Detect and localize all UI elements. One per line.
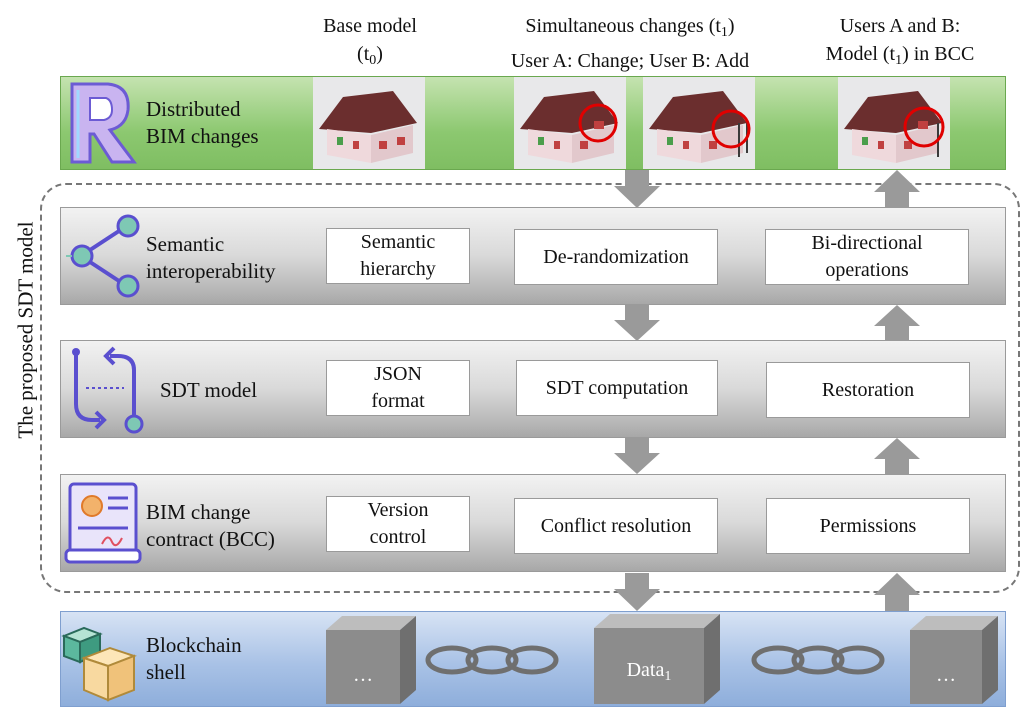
share-icon [66, 214, 140, 298]
permissions-box: Permissions [766, 498, 970, 554]
header-base-model: Base model (t0) [300, 12, 440, 75]
restoration-box: Restoration [766, 362, 970, 418]
highlight-circle [578, 103, 618, 143]
bi-directional-line1: Bi-directional [811, 232, 923, 254]
semantic-hierarchy-line1: Semantic [360, 231, 436, 253]
header-users-line1: Users A and B: [839, 15, 961, 37]
blockchain-label-line2: shell [146, 660, 186, 684]
house-user-b-add-image [643, 77, 755, 169]
up-arrow-1 [874, 170, 920, 208]
blockchain-shell-label: Blockchain shell [146, 632, 242, 686]
block-left [326, 616, 416, 704]
down-arrow-4 [614, 573, 660, 611]
block-right-label: … [936, 664, 956, 686]
header-users-line2: Model (t1) in BCC [825, 43, 975, 68]
sync-arrows-icon [72, 346, 144, 434]
version-control-line1: Version [367, 499, 429, 521]
de-randomization-box: De-randomization [514, 229, 718, 285]
highlight-circle [711, 109, 751, 149]
block-middle-label: Data1 [626, 659, 672, 684]
bi-directional-operations-box: Bi-directional operations [765, 229, 969, 285]
up-arrow-2 [874, 305, 920, 341]
json-format-box: JSON format [326, 360, 470, 416]
block-left-label: … [353, 664, 373, 686]
sdt-computation-box: SDT computation [516, 360, 718, 416]
block-middle [594, 614, 720, 704]
conflict-resolution-box: Conflict resolution [514, 498, 718, 554]
down-arrow-2 [614, 305, 660, 341]
sdt-model-label: SDT model [160, 378, 258, 402]
version-control-box: Version control [326, 496, 470, 552]
up-arrow-4 [874, 573, 920, 611]
header-simultaneous-changes: Simultaneous changes (t1) User A: Change… [470, 12, 790, 75]
distributed-bim-label: Distributed BIM changes [146, 96, 259, 150]
proposed-sdt-model-frame [40, 183, 1020, 593]
bcc-label-line1: BIM change [146, 500, 251, 524]
contract-certificate-icon [64, 482, 142, 564]
side-title: The proposed SDT model [13, 221, 38, 439]
blockchain-shell-band [60, 611, 1006, 707]
house-merged-model-image [838, 77, 950, 169]
revit-logo-icon [70, 82, 137, 164]
header-simultaneous-line1: Simultaneous changes (t1) [525, 15, 735, 40]
semantic-label-line1: Semantic [146, 232, 225, 256]
header-users-model: Users A and B: Model (t1) in BCC [800, 12, 1000, 75]
json-format-line1: JSON [374, 363, 422, 385]
semantic-interoperability-label: Semantic interoperability [146, 231, 275, 285]
house-base-model-image [313, 77, 425, 169]
bi-directional-line2: operations [825, 259, 909, 281]
chain-link-left [425, 645, 559, 675]
semantic-hierarchy-line2: hierarchy [360, 258, 436, 280]
bcc-label: BIM change contract (BCC) [146, 499, 275, 553]
blocks-cube-icon [61, 626, 137, 702]
header-simultaneous-line2: User A: Change; User B: Add [510, 50, 750, 72]
highlight-circle [903, 106, 945, 148]
down-arrow-3 [614, 438, 660, 474]
distributed-label-line1: Distributed [146, 97, 241, 121]
chain-link-right [751, 645, 885, 675]
semantic-hierarchy-box: Semantic hierarchy [326, 228, 470, 284]
house-user-a-change-image [514, 77, 626, 169]
down-arrow-1 [614, 170, 660, 208]
header-base-model-line2: (t0) [357, 43, 383, 68]
block-right [910, 616, 998, 704]
header-base-model-line1: Base model [323, 15, 417, 37]
bcc-label-line2: contract (BCC) [146, 527, 275, 551]
blockchain-label-line1: Blockchain [146, 633, 242, 657]
semantic-label-line2: interoperability [146, 259, 276, 283]
up-arrow-3 [874, 438, 920, 474]
version-control-line2: control [369, 526, 427, 548]
json-format-line2: format [371, 390, 425, 412]
distributed-label-line2: BIM changes [146, 124, 259, 148]
